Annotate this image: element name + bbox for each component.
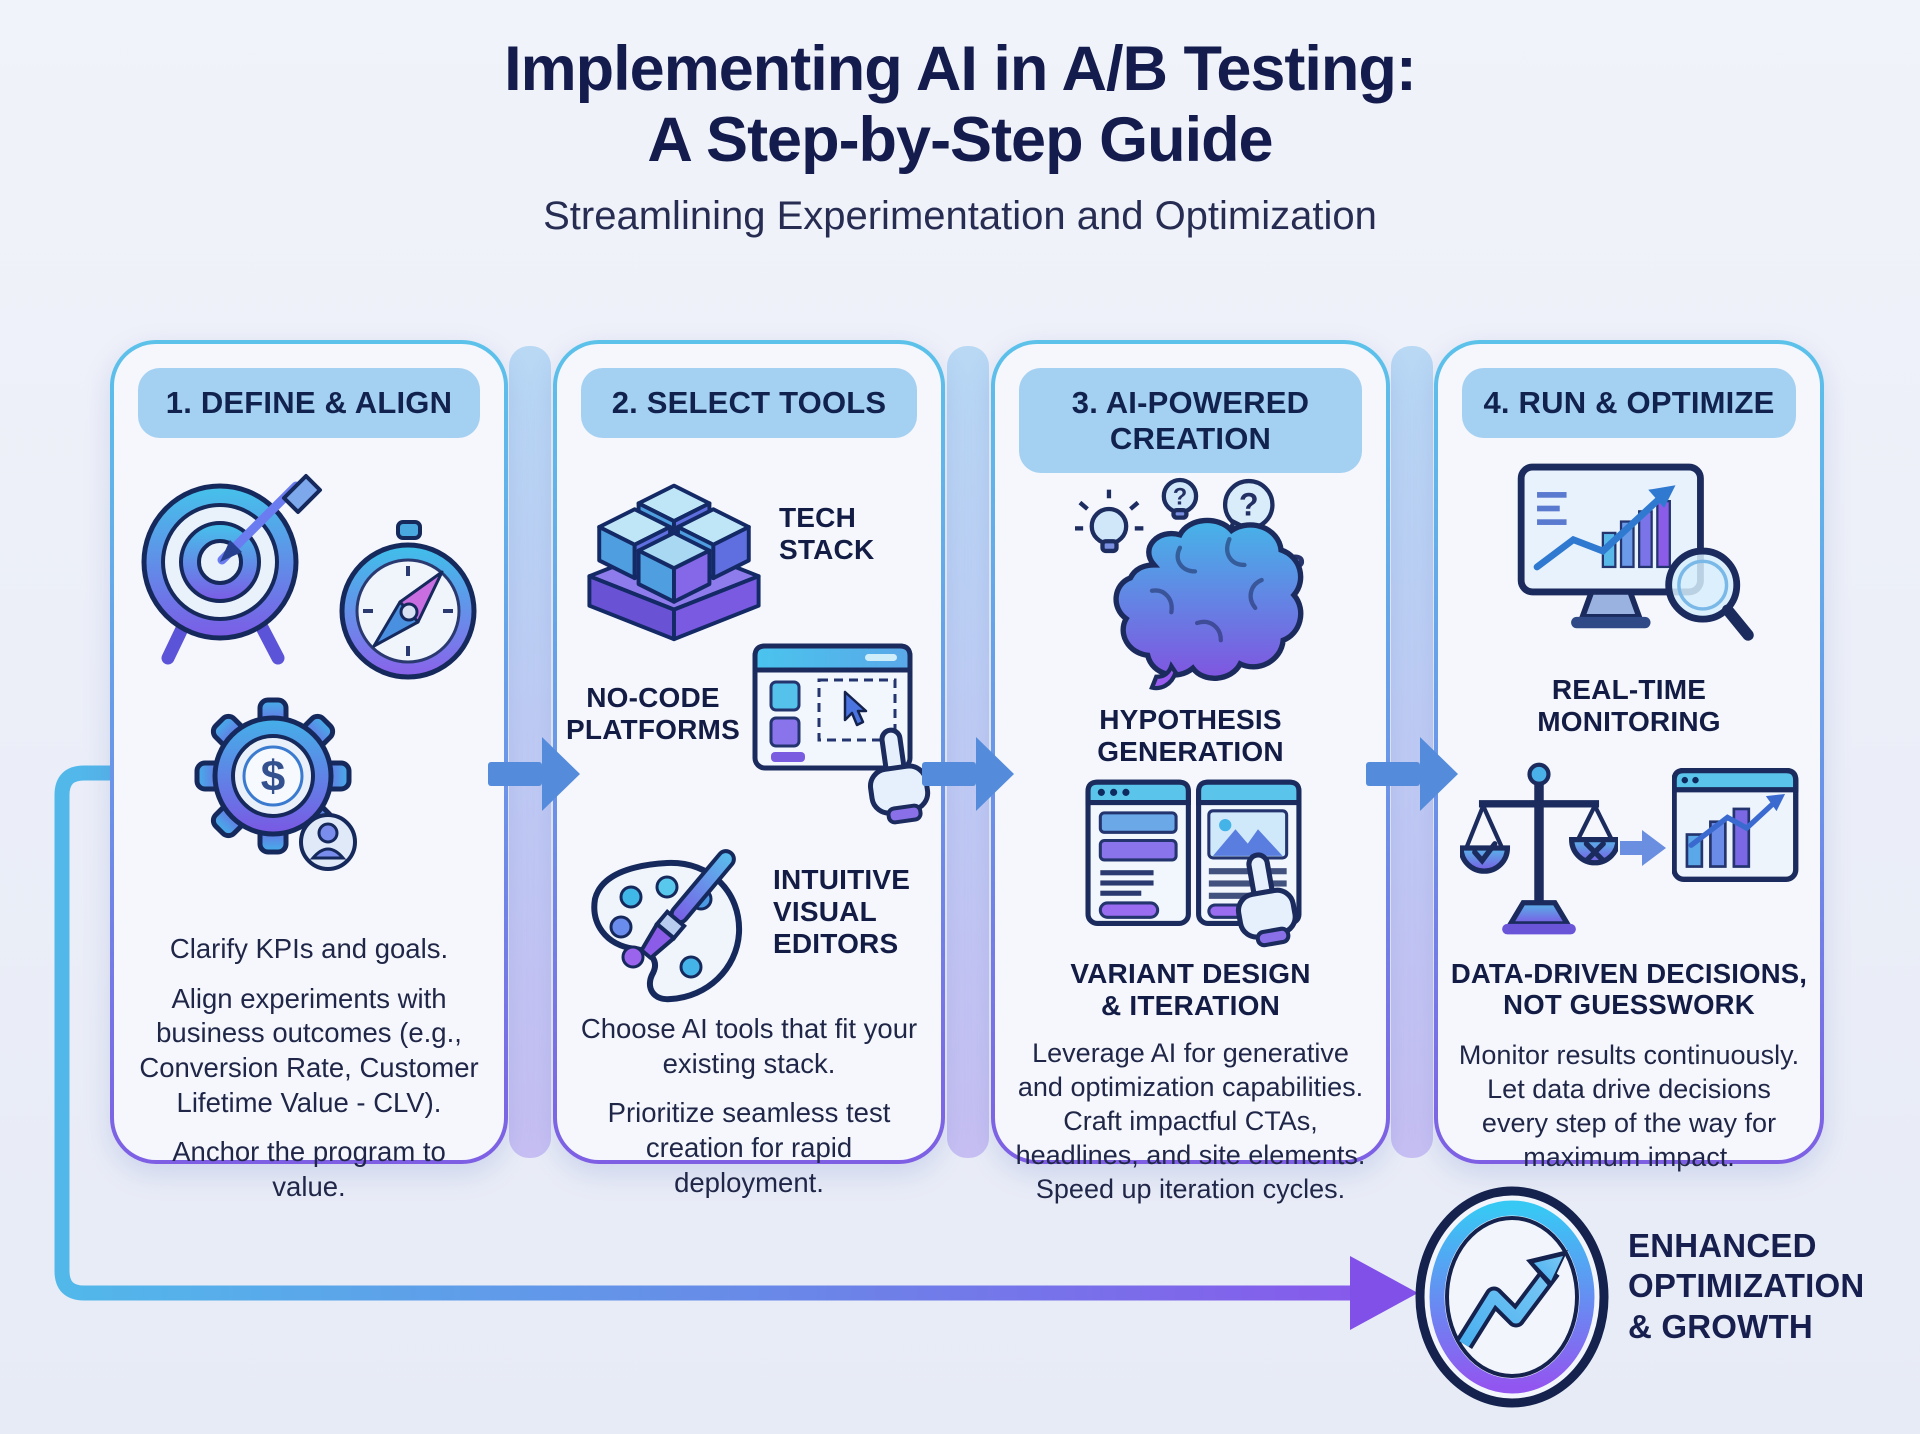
svg-text:$: $ — [261, 752, 285, 801]
arrow-head — [542, 737, 580, 811]
target-icon — [141, 474, 322, 665]
step-header-2: 2. SELECT TOOLS — [581, 368, 917, 438]
step-paragraph: Align experiments with business outcomes… — [139, 982, 479, 1118]
step-header-4: 4. RUN & OPTIMIZE — [1462, 368, 1796, 438]
no-code-label: NO-CODE PLATFORMS — [566, 682, 740, 745]
page-title-line1: Implementing AI in A/B Testing: — [504, 34, 1417, 104]
brain-ideas-icon: ? ? ? — [1075, 477, 1306, 691]
step-paragraph: Monitor results continuously. Let data d… — [1458, 1040, 1800, 1173]
balance-scale-icon — [1460, 762, 1618, 935]
flow-arrow-3-4 — [1366, 737, 1458, 811]
step-body-4: Monitor results continuously. Let data d… — [1458, 1038, 1800, 1189]
variant-design-label: VARIANT DESIGN & ITERATION — [1070, 958, 1311, 1021]
growth-badge-icon — [1415, 1186, 1609, 1408]
tech-stack-icon — [587, 483, 761, 642]
step-card-run-optimize: 4. RUN & OPTIMIZE REAL-TIME MONITORING — [1434, 340, 1824, 1172]
step-card-select-tools: 2. SELECT TOOLS — [553, 340, 945, 1198]
svg-text:?: ? — [1173, 485, 1187, 511]
hypothesis-generation-label: HYPOTHESIS GENERATION — [1097, 704, 1284, 767]
monitor-chart-icon — [1517, 463, 1754, 641]
small-right-arrow-icon — [1620, 830, 1666, 866]
page-subtitle: Streamlining Experimentation and Optimiz… — [543, 194, 1377, 238]
flow-arrow-2-3 — [922, 737, 1014, 811]
gear-dollar-icon: $ — [194, 697, 357, 871]
svg-text:?: ? — [1239, 486, 1259, 522]
arrow-head — [1420, 737, 1458, 811]
page-title: Implementing AI in A/B Testing: A Step-b… — [0, 34, 1920, 175]
step-body-1: Clarify KPIs and goals. Align experiment… — [132, 932, 486, 1219]
step-header-1: 1. DEFINE & ALIGN — [138, 368, 480, 438]
flow-arrow-1-2 — [488, 737, 580, 811]
step-body-2: Choose AI tools that fit your existing s… — [575, 1012, 923, 1215]
outcome-label: ENHANCED OPTIMIZATION & GROWTH — [1628, 1227, 1865, 1345]
step-paragraph: Anchor the program to value. — [172, 1136, 446, 1202]
visual-editors-label: INTUITIVE VISUAL EDITORS — [773, 864, 911, 959]
compass-icon — [339, 520, 477, 680]
data-driven-label: DATA-DRIVEN DECISIONS, NOT GUESSWORK — [1450, 958, 1808, 1021]
step-card-define-align: 1. DEFINE & ALIGN — [110, 340, 508, 1202]
step-paragraph: Clarify KPIs and goals. — [169, 933, 449, 964]
no-code-editor-icon — [752, 643, 931, 825]
page-title-line2: A Step-by-Step Guide — [647, 104, 1273, 175]
variant-design-icon — [1085, 779, 1302, 948]
step-body-3: Leverage AI for generative and optimizat… — [1009, 1036, 1372, 1221]
step-card-ai-powered-creation: 3. AI-POWERED CREATION ? — [991, 340, 1390, 1204]
step-paragraph: Leverage AI for generative and optimizat… — [1015, 1038, 1366, 1205]
step-header-3: 3. AI-POWERED CREATION — [1019, 368, 1362, 474]
mini-chart-icon — [1672, 768, 1799, 882]
palette-icon — [591, 849, 743, 1003]
step-paragraph: Prioritize seamless test creation for ra… — [607, 1097, 891, 1198]
arrow-head — [976, 737, 1014, 811]
step-paragraph: Choose AI tools that fit your existing s… — [580, 1013, 918, 1079]
tech-stack-label: TECH STACK — [779, 502, 875, 565]
real-time-monitoring-label: REAL-TIME MONITORING — [1537, 674, 1721, 737]
